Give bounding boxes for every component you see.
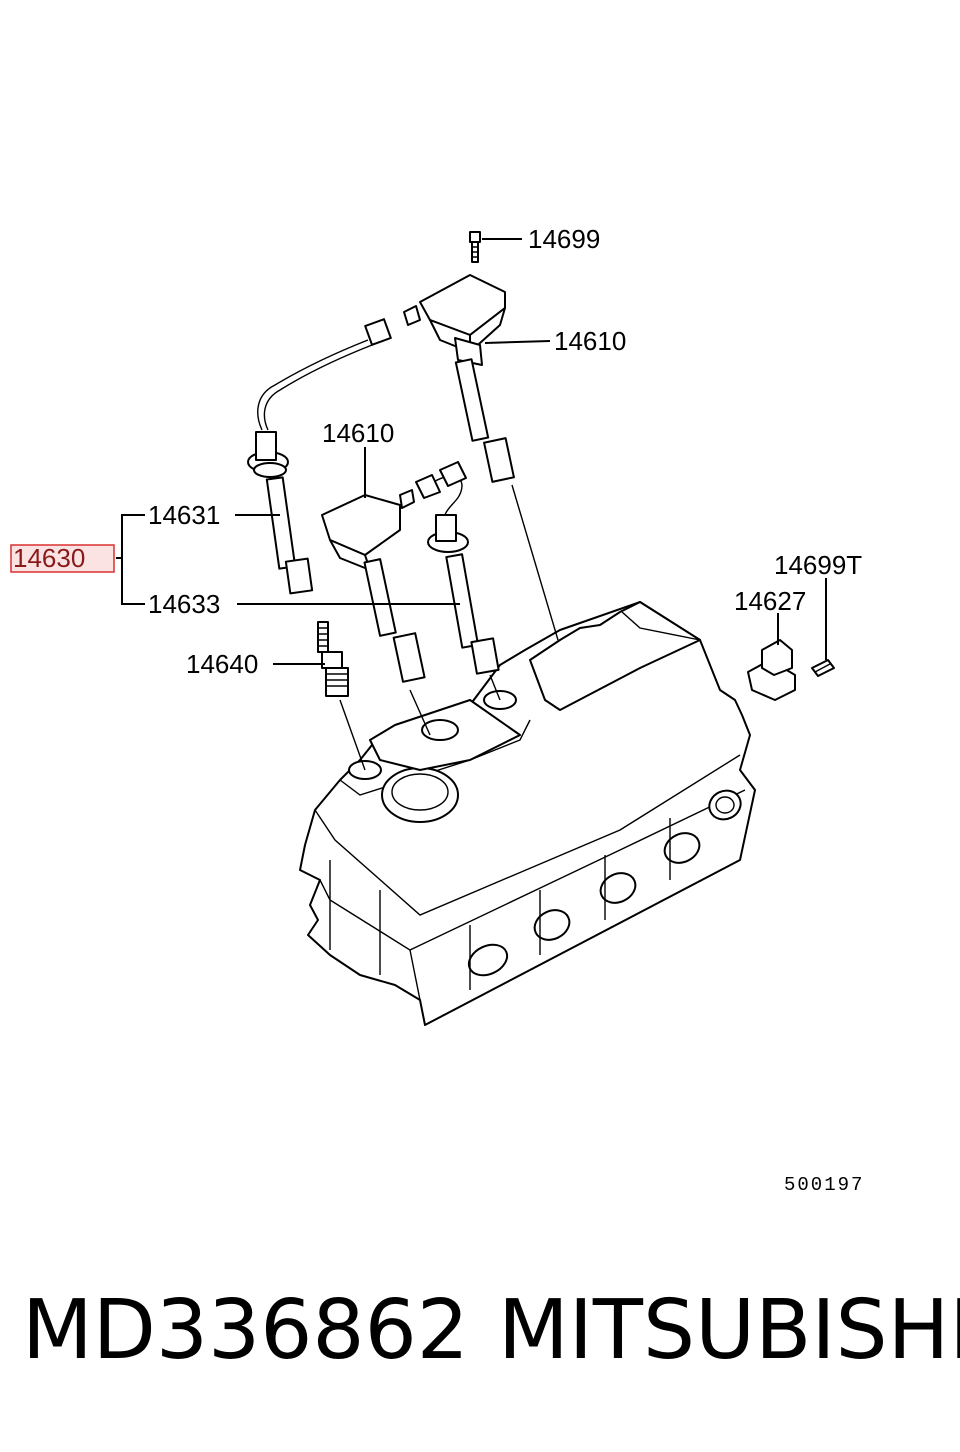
ignition-coil-upper-illustration (403, 274, 515, 483)
callout-14630-highlight (10, 544, 115, 573)
cylinder-head-illustration (299, 601, 756, 1026)
ignition-cable-left-illustration (247, 318, 392, 595)
spark-plug-illustration (317, 621, 349, 697)
callout-14627[interactable]: 14627 (734, 586, 806, 616)
callout-14640[interactable]: 14640 (186, 649, 258, 679)
callout-14699T[interactable]: 14699T (774, 550, 862, 580)
bolt-top-illustration (469, 231, 481, 263)
callout-14699[interactable]: 14699 (528, 224, 600, 254)
sensor-illustration (747, 639, 796, 701)
ignition-cable-right-illustration (415, 461, 500, 675)
callout-14610-lower[interactable]: 14610 (322, 418, 394, 448)
callout-14633[interactable]: 14633 (148, 589, 220, 619)
screw-illustration (811, 659, 835, 677)
leader-lines (116, 238, 827, 771)
callout-14630[interactable]: 14630 (13, 543, 85, 573)
brand-name: MITSUBISHI (498, 1283, 960, 1378)
callout-14610-upper[interactable]: 14610 (554, 326, 626, 356)
diagram-reference-code: 500197 (784, 1174, 864, 1196)
callout-14631[interactable]: 14631 (148, 500, 220, 530)
part-number: MD336862 (22, 1283, 469, 1378)
